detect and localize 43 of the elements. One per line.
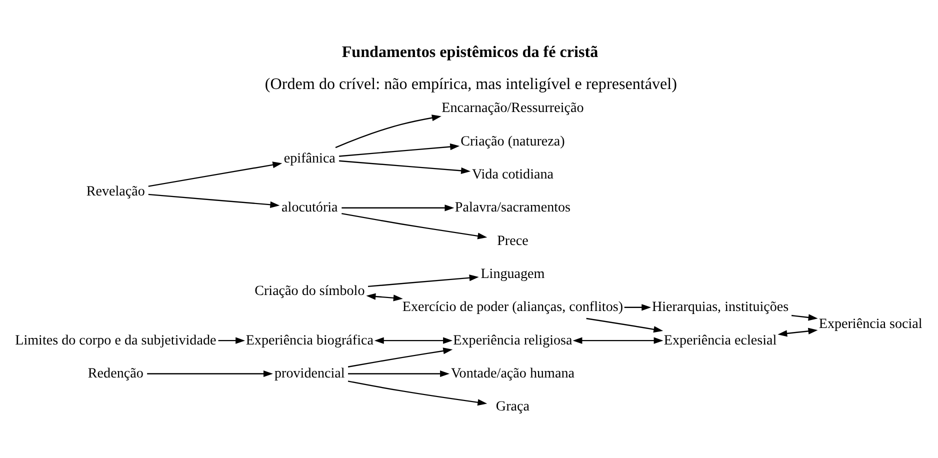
node-text: Encarnação/Ressurreição — [442, 100, 584, 116]
caption: (Ordem do crível: não empírica, mas inteligível e representável) — [264, 76, 677, 93]
node-text: providencial — [274, 364, 345, 381]
node-text: Palavra/sacramentos — [454, 199, 571, 216]
arrow — [218, 336, 246, 344]
arrow — [368, 274, 479, 287]
arrow — [147, 370, 273, 377]
arrow — [335, 114, 442, 148]
arrow — [778, 327, 818, 336]
arrow — [586, 317, 664, 332]
node-text: Revelação — [86, 183, 145, 200]
node-text: Criação do símbolo — [254, 282, 365, 299]
arrow — [374, 336, 453, 344]
arrow — [366, 292, 403, 301]
node-text: Hierarquias, instituições — [652, 298, 789, 315]
node-text: Limites do corpo e da subjetividade — [15, 332, 216, 348]
arrow — [572, 336, 664, 344]
node-text: Redenção — [88, 364, 144, 381]
node-text: Exercício de poder (alianças, conflitos) — [402, 298, 624, 315]
node-text: Experiência social — [818, 316, 922, 332]
arrow — [339, 160, 471, 174]
node-text: alocutória — [282, 199, 338, 216]
node-text: Experiência biográfica — [246, 332, 374, 348]
node-text: Linguagem — [480, 265, 545, 282]
arrow — [148, 193, 280, 208]
arrow — [148, 161, 282, 186]
arrow — [348, 370, 450, 377]
node-text: Experiência eclesial — [664, 332, 777, 348]
arrow — [339, 142, 460, 156]
diagram-title: Fundamentos epistêmicos da fé cristã — [342, 43, 598, 60]
arrow — [791, 314, 818, 320]
arrow — [342, 204, 454, 211]
node-text: epifânica — [284, 150, 336, 166]
node-text: Experiência religiosa — [453, 332, 572, 348]
arrow — [348, 347, 453, 367]
node-text: Vontade/ação humana — [450, 364, 574, 381]
arrow — [342, 212, 488, 239]
arrow — [624, 304, 652, 310]
node-text: Prece — [497, 232, 528, 248]
node-text: Graça — [496, 398, 530, 414]
node-text: Vida cotidiana — [472, 166, 554, 182]
node-text: Criação (natureza) — [460, 132, 565, 149]
arrow — [348, 380, 488, 406]
